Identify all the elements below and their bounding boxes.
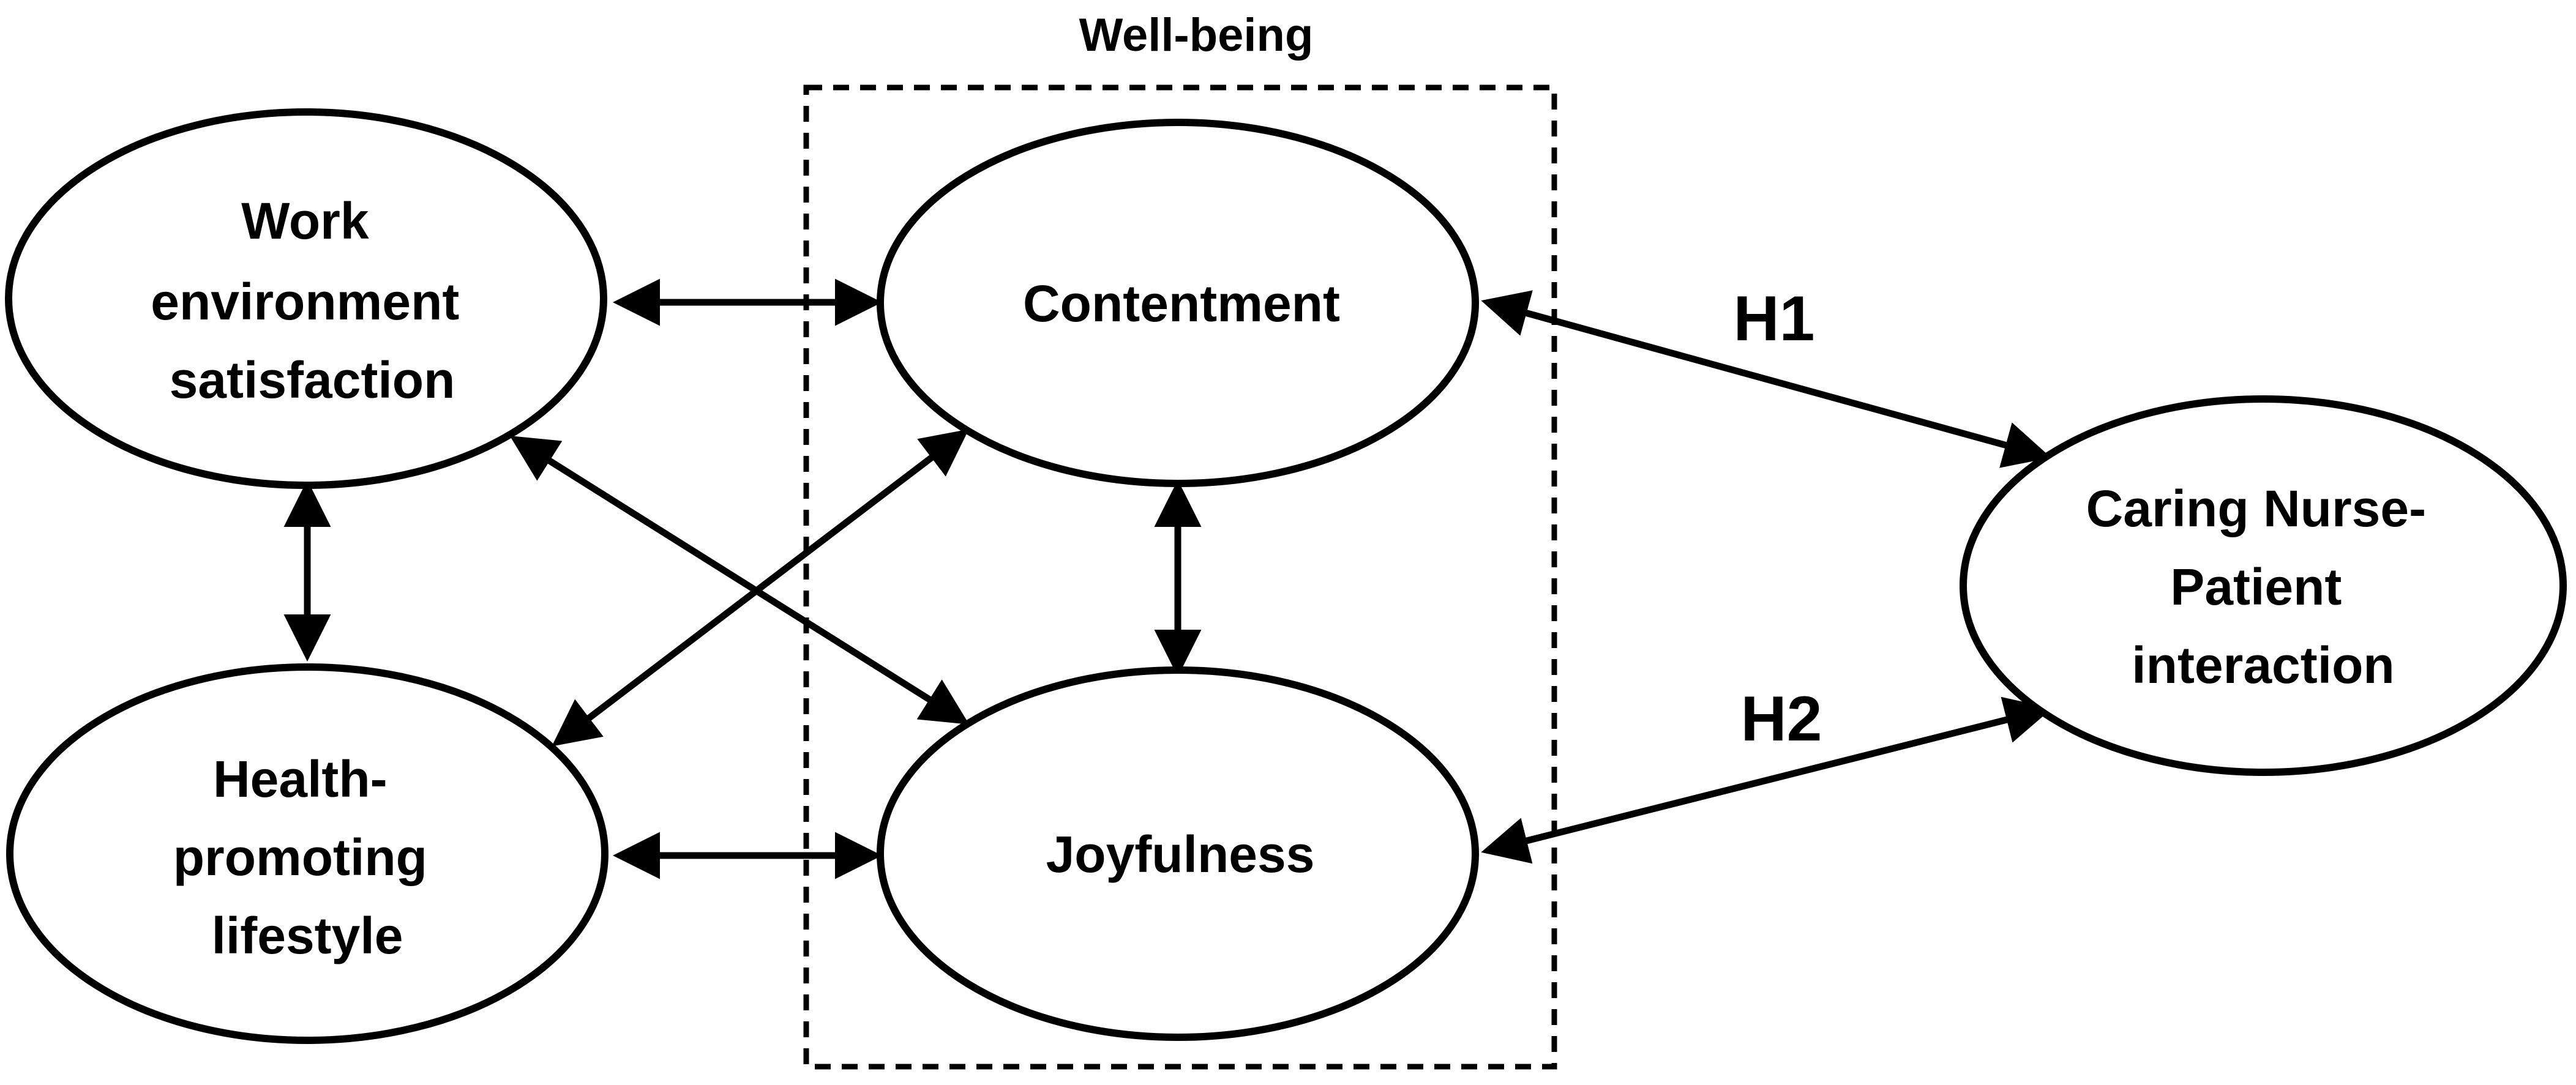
- caring-line-2: Patient: [2170, 558, 2342, 616]
- edge-joyfulness-caring-h2: [1481, 696, 2053, 864]
- contentment-line-1: Contentment: [1023, 275, 1340, 332]
- contentment-label: Contentment: [1023, 275, 1340, 332]
- edge-health-contentment: [552, 429, 969, 747]
- work-environment-line-1: Work: [241, 192, 369, 250]
- joyfulness-ellipse: [877, 666, 1479, 1041]
- well-being-label: Well-being: [1079, 9, 1314, 61]
- node-contentment: Contentment: [877, 119, 1479, 487]
- joyfulness-label: Joyfulness: [1046, 826, 1315, 883]
- edge-contentment-caring-h1: [1481, 290, 2051, 468]
- node-work-environment-satisfaction: Work environment satisfaction: [5, 108, 607, 489]
- caring-line-3: interaction: [2132, 636, 2394, 694]
- hypothesis-h1-label: H1: [1734, 283, 1815, 354]
- node-caring-nurse-patient-interaction: Caring Nurse- Patient interaction: [1960, 395, 2567, 776]
- hypothesis-h2-label: H2: [1741, 684, 1822, 755]
- caring-nurse-patient-ellipse: [1960, 395, 2567, 776]
- health-line-1: Health-: [213, 750, 388, 808]
- health-promoting-lifestyle-label: Health- promoting lifestyle: [173, 750, 442, 964]
- health-line-2: promoting: [173, 829, 427, 886]
- node-health-promoting-lifestyle: Health- promoting lifestyle: [6, 663, 608, 1044]
- work-environment-satisfaction-label: Work environment satisfaction: [151, 192, 473, 409]
- joyfulness-line-1: Joyfulness: [1046, 826, 1315, 883]
- work-environment-line-2: environment: [151, 273, 459, 330]
- caring-line-1: Caring Nurse-: [2086, 480, 2426, 537]
- edges: [283, 278, 2053, 879]
- caring-nurse-patient-label: Caring Nurse- Patient interaction: [2086, 480, 2441, 694]
- health-line-3: lifestyle: [212, 907, 403, 964]
- work-environment-line-3: satisfaction: [170, 351, 455, 409]
- node-joyfulness: Joyfulness: [877, 666, 1479, 1041]
- health-promoting-lifestyle-ellipse: [6, 663, 608, 1044]
- contentment-ellipse: [877, 119, 1479, 487]
- work-environment-satisfaction-ellipse: [5, 108, 607, 489]
